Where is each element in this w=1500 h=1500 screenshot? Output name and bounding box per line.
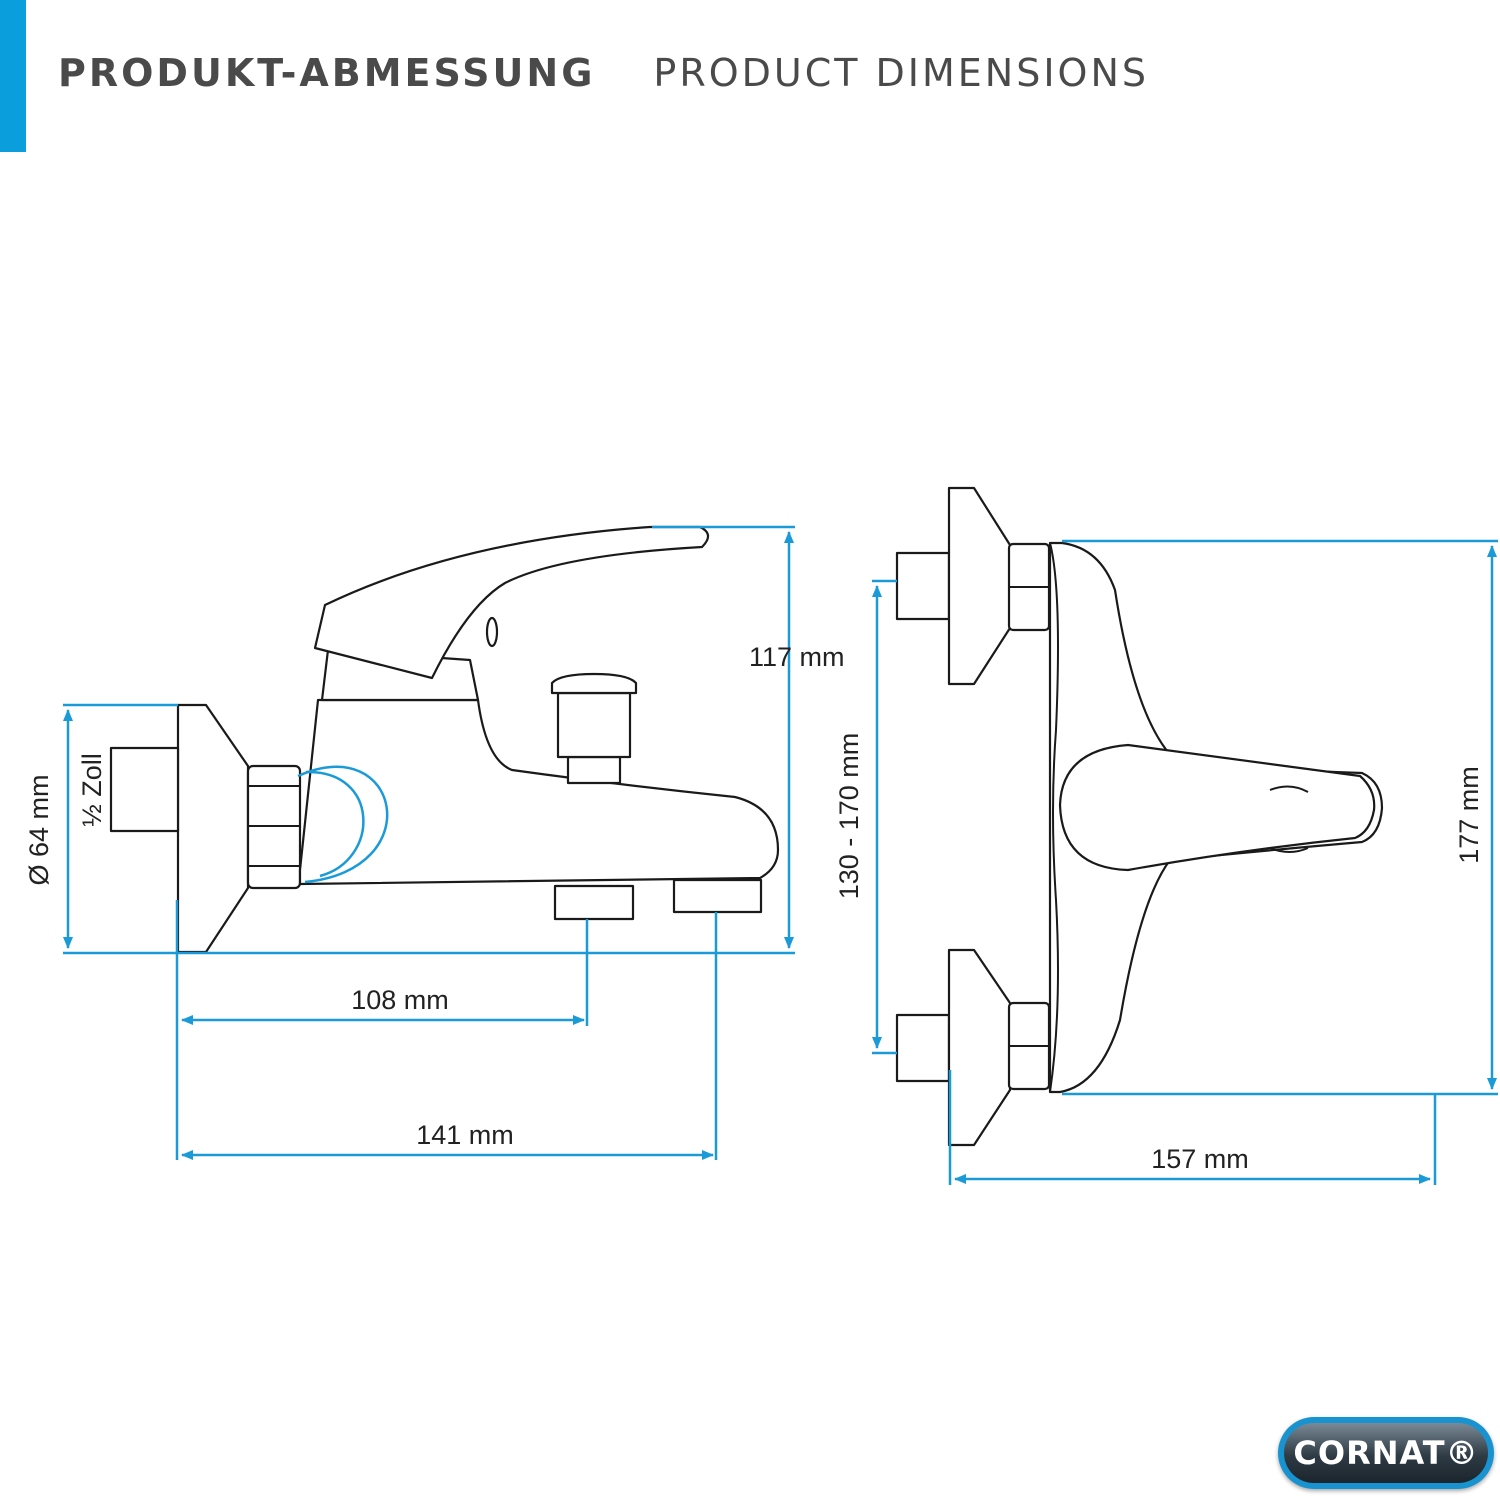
- lever-top-view: [1058, 743, 1376, 872]
- upper-flange: [947, 486, 1012, 686]
- label-141mm: 141 mm: [416, 1120, 514, 1150]
- title-english: PRODUCT DIMENSIONS: [653, 51, 1150, 95]
- side-view-dimension-lines: [63, 525, 795, 1160]
- accent-bar: [0, 0, 26, 152]
- lower-flange: [947, 948, 1012, 1147]
- label-177mm: 177 mm: [1454, 766, 1484, 864]
- upper-hex-nut: [1007, 542, 1051, 632]
- label-130-170mm: 130 - 170 mm: [834, 733, 864, 900]
- hex-nut: [246, 764, 302, 890]
- lever-pin-top: [1269, 785, 1309, 853]
- swirl-mark-outer: [297, 765, 389, 884]
- mixer-body: [298, 698, 780, 886]
- top-view-dimension-lines: [872, 539, 1498, 1185]
- body-edge-line: [1049, 542, 1059, 1093]
- spout-outlet: [672, 878, 763, 914]
- page-header: PRODUKT-ABMESSUNG PRODUCT DIMENSIONS: [58, 48, 1149, 98]
- lever-handle: [313, 525, 710, 680]
- shower-outlet: [553, 884, 635, 921]
- lever-pin: [485, 616, 499, 648]
- title-german: PRODUKT-ABMESSUNG: [58, 51, 596, 95]
- label-half-inch: ½ Zoll: [77, 753, 107, 827]
- label-diameter-64mm: Ø 64 mm: [24, 774, 54, 885]
- label-108mm: 108 mm: [351, 985, 449, 1015]
- top-view: 177 mm 130 - 170 mm 157 mm: [834, 486, 1498, 1185]
- lower-hex-nut: [1007, 1001, 1051, 1091]
- cornat-logo: CORNAT®: [1278, 1417, 1494, 1489]
- wall-flange: [176, 703, 250, 954]
- side-view: 117 mm Ø 64 mm ½ Zoll 108 mm 141 mm: [24, 525, 845, 1160]
- swirl-mark-inner: [305, 770, 365, 878]
- cornat-logo-text: CORNAT®: [1284, 1423, 1488, 1483]
- lower-stub: [895, 1013, 951, 1083]
- diverter-knob: [550, 672, 638, 785]
- upper-stub: [895, 551, 951, 621]
- label-157mm: 157 mm: [1151, 1144, 1249, 1174]
- label-117mm: 117 mm: [749, 642, 845, 672]
- connection-stub: [109, 746, 180, 833]
